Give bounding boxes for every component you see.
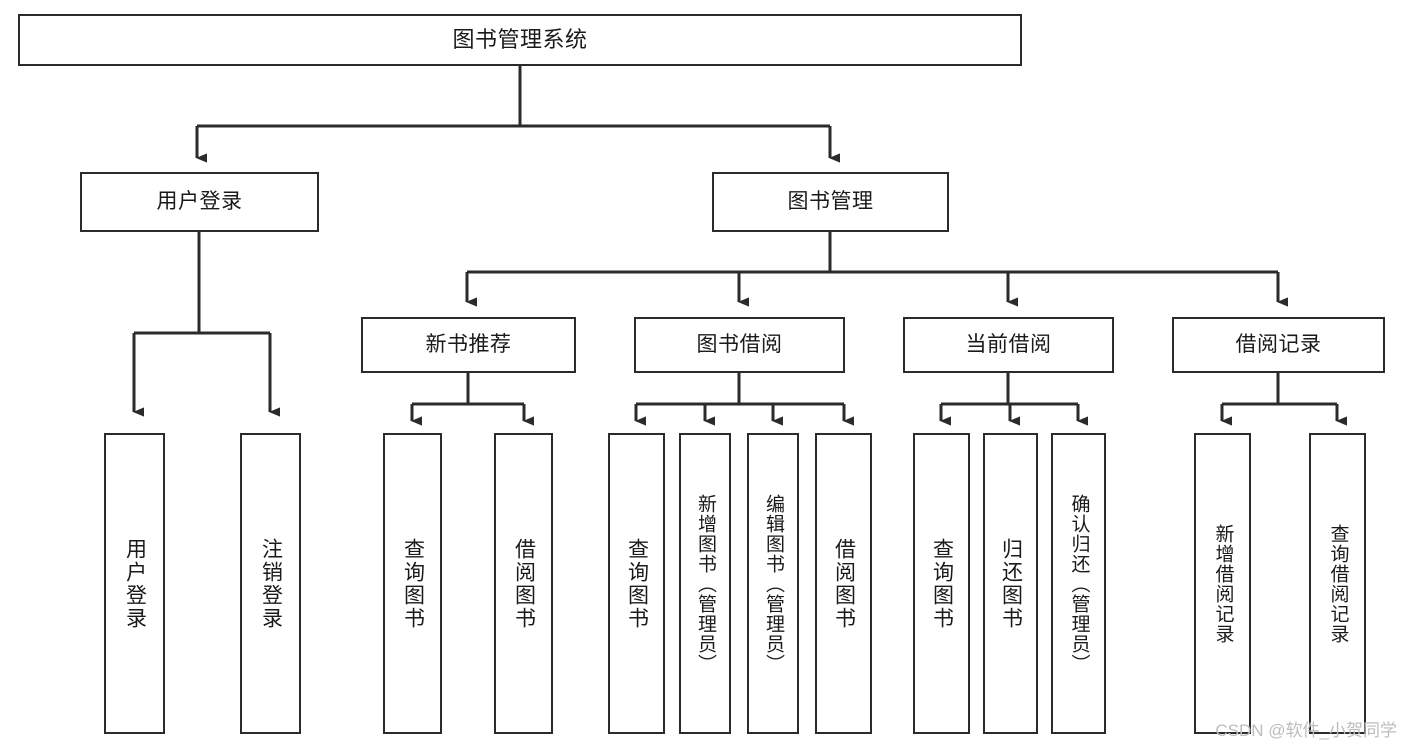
node-current-borrow[interactable]: 当前借阅 <box>903 317 1114 373</box>
node-book-manage-label: 图书管理 <box>787 189 874 213</box>
node-leaf-edit-book-label: 编辑图书（管理员） <box>762 493 784 674</box>
node-new-book-rec-label: 新书推荐 <box>425 332 512 356</box>
node-leaf-borrow-book-1-label: 借阅图书 <box>512 537 536 630</box>
node-book-manage[interactable]: 图书管理 <box>712 172 949 232</box>
node-borrow-record-label: 借阅记录 <box>1235 332 1322 356</box>
node-leaf-return-book[interactable]: 归还图书 <box>983 433 1038 734</box>
node-leaf-query-record-label: 查询借阅记录 <box>1327 523 1349 644</box>
node-leaf-logout[interactable]: 注销登录 <box>240 433 301 734</box>
node-leaf-query-book-2-label: 查询图书 <box>625 537 649 630</box>
node-leaf-add-book[interactable]: 新增图书（管理员） <box>679 433 731 734</box>
node-user-login[interactable]: 用户登录 <box>80 172 319 232</box>
node-user-login-label: 用户登录 <box>156 189 243 213</box>
node-leaf-user-login[interactable]: 用户登录 <box>104 433 165 734</box>
node-leaf-add-record-label: 新增借阅记录 <box>1212 523 1234 644</box>
node-leaf-query-book-1[interactable]: 查询图书 <box>383 433 442 734</box>
node-leaf-return-book-label: 归还图书 <box>999 537 1023 630</box>
node-leaf-edit-book[interactable]: 编辑图书（管理员） <box>747 433 799 734</box>
csdn-watermark: CSDN @软件_小贺同学 <box>1215 721 1397 740</box>
node-current-borrow-label: 当前借阅 <box>965 332 1052 356</box>
node-leaf-query-book-1-label: 查询图书 <box>401 537 425 630</box>
node-leaf-confirm-return-label: 确认归还（管理员） <box>1068 493 1090 674</box>
node-leaf-borrow-book-2[interactable]: 借阅图书 <box>815 433 872 734</box>
node-borrow-record[interactable]: 借阅记录 <box>1172 317 1385 373</box>
node-root-system-label: 图书管理系统 <box>452 27 588 53</box>
node-leaf-add-record[interactable]: 新增借阅记录 <box>1194 433 1251 734</box>
node-leaf-logout-label: 注销登录 <box>259 537 283 630</box>
node-leaf-query-book-3-label: 查询图书 <box>930 537 954 630</box>
node-leaf-query-record[interactable]: 查询借阅记录 <box>1309 433 1366 734</box>
node-leaf-user-login-label: 用户登录 <box>123 537 147 630</box>
node-root-system[interactable]: 图书管理系统 <box>18 14 1022 66</box>
node-leaf-confirm-return[interactable]: 确认归还（管理员） <box>1051 433 1106 734</box>
node-new-book-rec[interactable]: 新书推荐 <box>361 317 576 373</box>
node-leaf-borrow-book-2-label: 借阅图书 <box>832 537 856 630</box>
node-leaf-query-book-3[interactable]: 查询图书 <box>913 433 970 734</box>
node-book-borrow[interactable]: 图书借阅 <box>634 317 845 373</box>
node-leaf-borrow-book-1[interactable]: 借阅图书 <box>494 433 553 734</box>
node-book-borrow-label: 图书借阅 <box>696 332 783 356</box>
node-leaf-query-book-2[interactable]: 查询图书 <box>608 433 665 734</box>
node-leaf-add-book-label: 新增图书（管理员） <box>694 493 716 674</box>
